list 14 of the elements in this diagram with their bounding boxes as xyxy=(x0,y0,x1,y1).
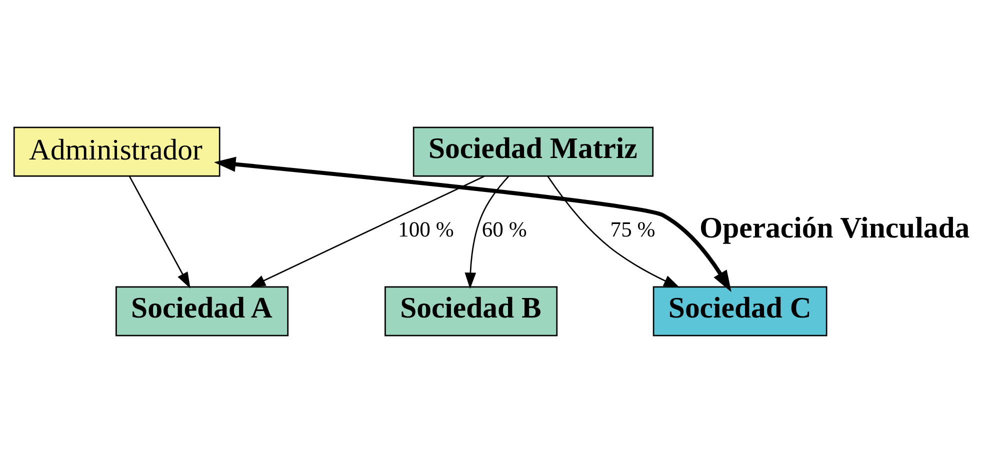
arrow xyxy=(128,175,190,288)
node-box: Sociedad C xyxy=(652,286,828,336)
arrow xyxy=(464,175,510,288)
node-box: Sociedad Matriz xyxy=(412,126,654,176)
arrow xyxy=(249,175,485,288)
arrow xyxy=(547,175,680,288)
node-box: Sociedad B xyxy=(384,286,558,336)
node-box: Administrador xyxy=(13,126,220,176)
edge-label: 60 % xyxy=(482,217,527,242)
arrow xyxy=(214,156,732,292)
edge-label: Operación Vinculada xyxy=(700,211,970,244)
edge-label: 75 % xyxy=(610,217,656,242)
node-box: Sociedad A xyxy=(116,286,289,336)
edge-label: 100 % xyxy=(398,217,454,242)
